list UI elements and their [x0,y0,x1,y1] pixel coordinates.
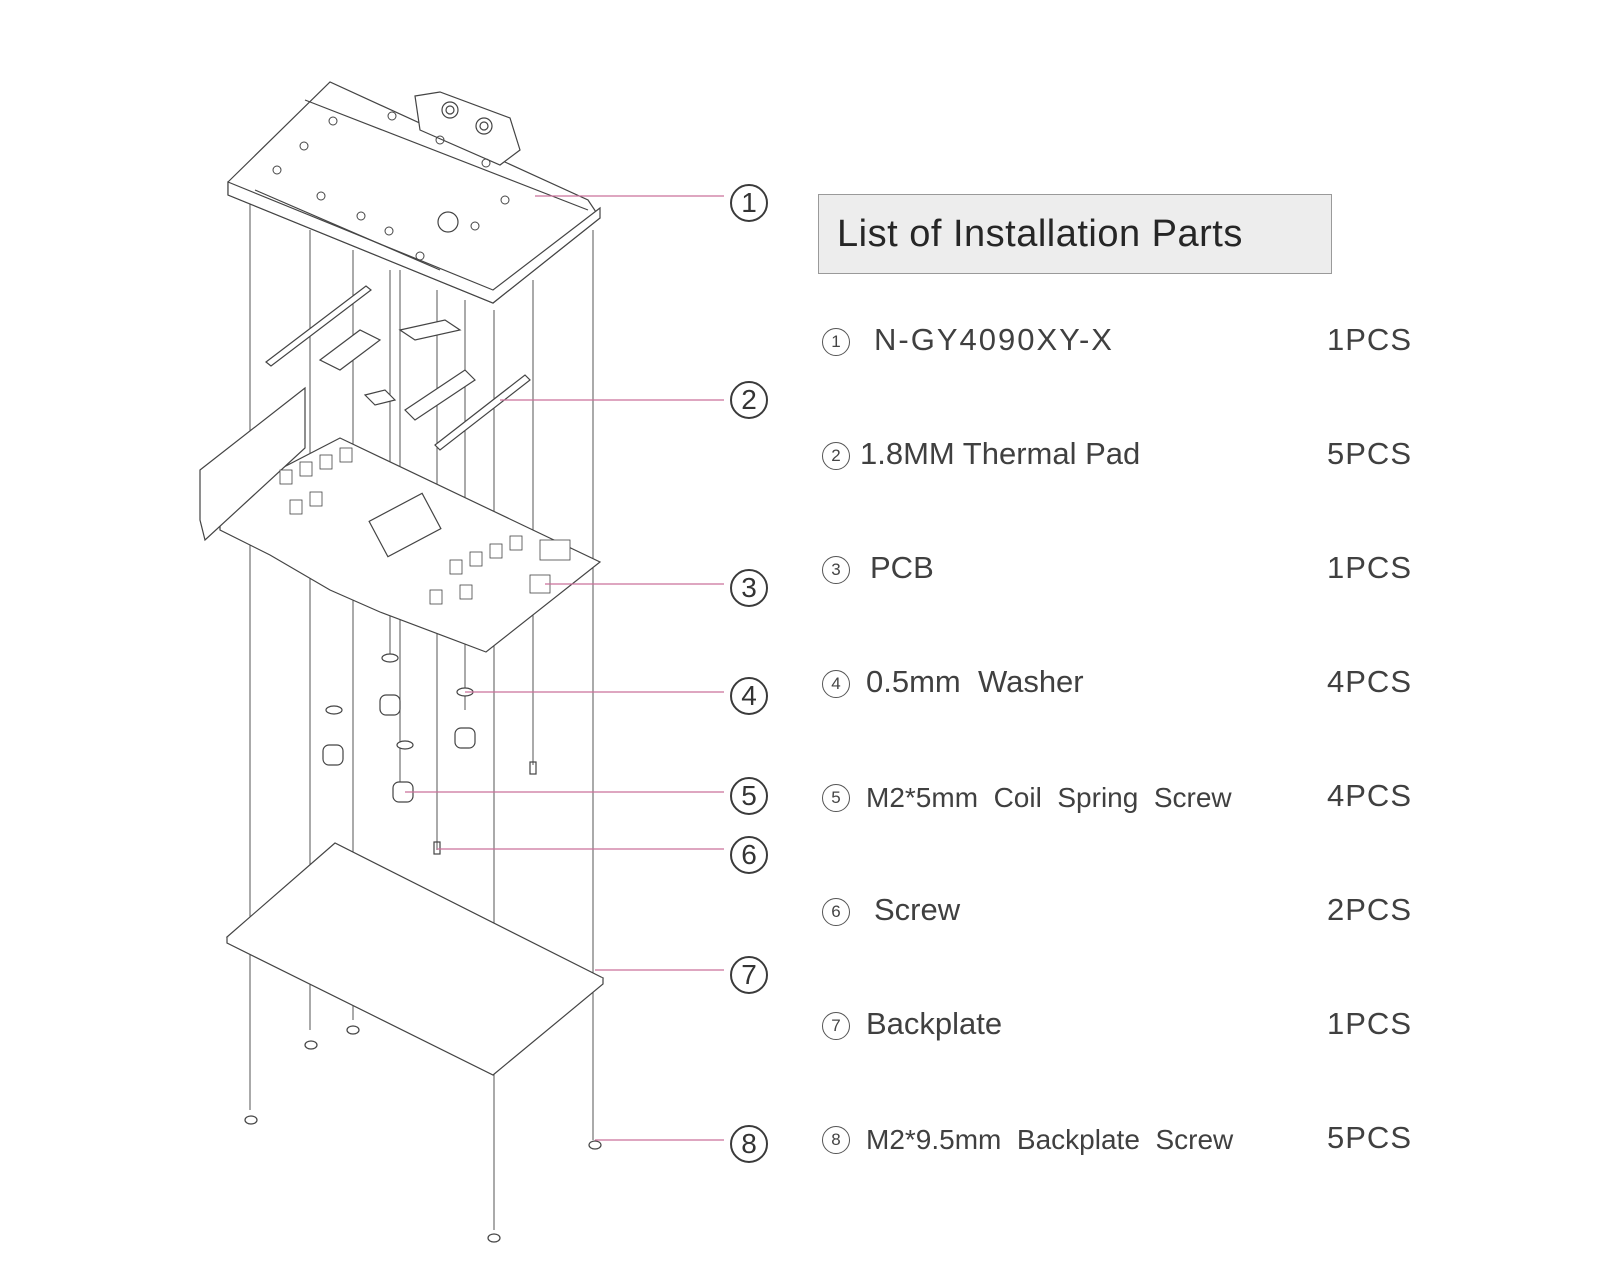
item-number: 1 [822,328,850,356]
parts-list-item: 4 0.5mm Washer 4PCS [822,660,1412,710]
item-number: 2 [822,442,850,470]
item-quantity: 4PCS [1327,778,1412,813]
item-quantity: 1PCS [1327,1006,1412,1041]
callout-3: 3 [730,569,768,607]
item-quantity: 1PCS [1327,322,1412,357]
callout-4: 4 [730,677,768,715]
item-number: 6 [822,898,850,926]
callout-7: 7 [730,956,768,994]
item-quantity: 2PCS [1327,892,1412,927]
item-number: 3 [822,556,850,584]
alignment-guide-lines [249,200,594,1230]
callout-2: 2 [730,381,768,419]
callout-5: 5 [730,777,768,815]
leader-lines [405,195,724,1141]
callout-6: 6 [730,836,768,874]
callout-1: 1 [730,184,768,222]
parts-list-item: 8 M2*9.5mm Backplate Screw 5PCS [822,1116,1412,1166]
item-quantity: 5PCS [1327,436,1412,471]
item-quantity: 4PCS [1327,664,1412,699]
exploded-view-diagram [199,81,724,1243]
callout-8: 8 [730,1125,768,1163]
parts-list-item: 7 Backplate 1PCS [822,1002,1412,1052]
parts-list-item: 1 N-GY4090XY-X 1PCS [822,318,1412,368]
backplate-screws [244,1025,602,1243]
item-name: PCB [870,550,934,585]
parts-list-item: 5 M2*5mm Coil Spring Screw 4PCS [822,774,1412,824]
item-number: 5 [822,784,850,812]
parts-list-title-box: List of Installation Parts [818,194,1332,274]
pcb [199,386,602,653]
item-name: M2*9.5mm Backplate Screw [866,1124,1234,1155]
washers [325,653,474,750]
item-name: M2*5mm Coil Spring Screw [866,782,1232,813]
item-number: 7 [822,1012,850,1040]
item-number: 8 [822,1126,850,1154]
item-name: Screw [874,892,961,927]
parts-list-item: 2 1.8MM Thermal Pad 5PCS [822,432,1412,482]
item-name: 1.8MM Thermal Pad [860,436,1141,471]
water-block [227,81,601,304]
thermal-pads [265,285,531,451]
item-number: 4 [822,670,850,698]
coil-spring-screws [322,694,476,803]
item-name: N-GY4090XY-X [874,322,1114,357]
item-name: 0.5mm Washer [866,664,1084,699]
item-quantity: 5PCS [1327,1120,1412,1155]
parts-list-item: 6 Screw 2PCS [822,888,1412,938]
item-name: Backplate [866,1006,1003,1041]
backplate [225,842,605,1076]
parts-list-title: List of Installation Parts [837,213,1243,255]
screws-6 [433,761,537,855]
item-quantity: 1PCS [1327,550,1412,585]
parts-list-item: 3 PCB 1PCS [822,546,1412,596]
